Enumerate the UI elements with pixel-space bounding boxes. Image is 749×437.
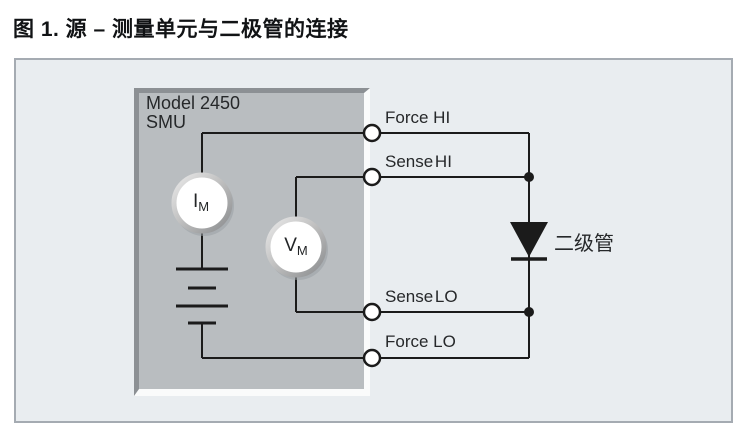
current-meter-subscript: M xyxy=(198,199,210,215)
current-meter-ring xyxy=(171,172,233,234)
terminal-sense-lo xyxy=(362,302,382,322)
figure-title: 图 1. 源 – 测量单元与二极管的连接 xyxy=(13,18,349,41)
terminal-label-sense-hi: Sense HI xyxy=(385,152,452,171)
terminal-force-hi xyxy=(362,123,382,143)
battery-symbol xyxy=(176,267,228,325)
terminal-label-force-lo: Force LO xyxy=(385,332,456,351)
terminal-sense-hi xyxy=(362,167,382,187)
voltage-meter-subscript: M xyxy=(296,243,308,259)
diode-symbol xyxy=(510,222,548,261)
terminal-force-lo xyxy=(362,348,382,368)
diode-label: 二级管 xyxy=(554,233,614,255)
smu-name-text: SMU xyxy=(146,112,186,132)
junction-dot-sense-lo xyxy=(524,307,534,317)
voltage-meter-ring xyxy=(265,216,327,278)
current-meter-symbol: I xyxy=(192,191,199,213)
voltage-meter-label: VM xyxy=(284,235,308,257)
current-meter-label: IM xyxy=(193,191,209,213)
terminal-label-force-hi: Force HI xyxy=(385,108,451,127)
terminals xyxy=(362,123,382,368)
smu-box xyxy=(134,88,370,396)
smu-device-label: Model 2450 SMU xyxy=(146,94,240,132)
smu-model-text: Model 2450 xyxy=(146,93,241,113)
voltage-meter-symbol: V xyxy=(284,235,297,257)
diode-anode-triangle xyxy=(510,222,548,257)
junction-dot-sense-hi xyxy=(524,172,534,182)
voltage-meter xyxy=(265,216,328,280)
terminal-label-sense-lo: Sense LO xyxy=(385,287,458,306)
current-meter xyxy=(171,172,234,236)
wires xyxy=(201,132,530,359)
